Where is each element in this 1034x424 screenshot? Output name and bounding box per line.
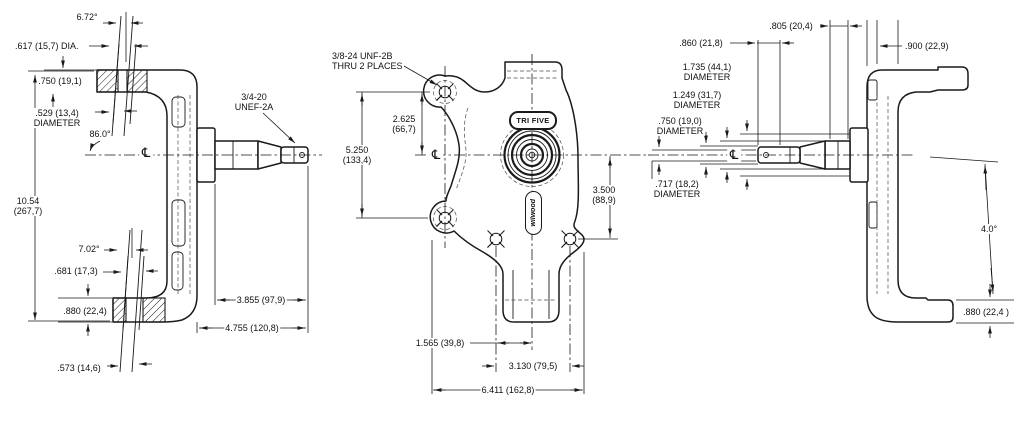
dim-label-arm-top: .750 (19,1) <box>37 76 83 86</box>
dim-label-bottom-angle: 7.02° <box>77 244 101 254</box>
dim-label-dia-717: .717 (18,2) DIAMETER <box>652 179 702 199</box>
dim-label-top-angle: 6.72° <box>75 12 99 22</box>
dim-label-lower-offset: 1.565 (39,8) <box>414 338 466 348</box>
dim-label-boss-dia: .617 (15,7) DIA. <box>14 41 80 51</box>
dim-label-spindle-thread: 3/4-20 UNEF-2A <box>233 92 275 112</box>
dim-label-dia-1735: 1.735 (44,1) DIAMETER <box>681 62 733 82</box>
tri-five-badge: TRI FIVE <box>509 111 557 130</box>
dim-label-spindle-overall: 4.755 (120,8) <box>224 323 280 333</box>
dim-label-kingpin-bore-bottom: .573 (14,6) <box>56 363 102 373</box>
centerline-symbol-left: ℄ <box>139 145 153 161</box>
dim-label-center-to-lower: 3.500 (88,9) <box>591 185 617 205</box>
dim-label-overall-height: 10.54 (267,7) <box>12 196 44 216</box>
centerline-symbol-center: ℄ <box>429 147 443 163</box>
dim-label-overall-width: 6.411 (162,8) <box>480 385 536 395</box>
dim-label-upper-hole: 2.625 (66,7) <box>391 114 417 134</box>
dim-label-arm-bottom: .880 (22,4) <box>62 306 108 316</box>
dim-label-kingpin-angle: 86.0° <box>88 129 112 139</box>
dim-label-lower-spacing: 3.130 (79,5) <box>507 361 559 371</box>
dim-label-spindle-length: 3.855 (97,9) <box>235 295 287 305</box>
dim-label-step-width: .805 (20,4) <box>768 21 814 31</box>
dim-label-bottom-boss: .681 (17,3) <box>53 266 99 276</box>
left-side-view <box>28 12 322 373</box>
dim-label-kingpin-bore-top: .529 (13,4) DIAMETER <box>32 108 82 128</box>
front-view <box>356 54 650 394</box>
dim-label-dia-750: .750 (19,0) DIAMETER <box>655 116 705 136</box>
right-side-view <box>648 20 1014 338</box>
dim-label-flange-width: .860 (21,8) <box>678 38 724 48</box>
dim-label-inclination: 4.0° <box>979 224 999 234</box>
dim-label-arm-end-width: .900 (22,9) <box>904 41 950 51</box>
dim-label-thread-callout: 3/8-24 UNF-2B THRU 2 PLACES <box>331 51 404 71</box>
dim-label-dia-1249: 1.249 (31,7) DIAMETER <box>671 90 723 110</box>
dim-label-hole-spacing: 5.250 (133,4) <box>341 145 373 165</box>
dim-label-right-arm-bottom: .880 (22,4 ) <box>961 307 1011 317</box>
wilwood-logo-badge: wilwood <box>525 191 542 235</box>
centerline-symbol-right: ℄ <box>727 147 741 163</box>
